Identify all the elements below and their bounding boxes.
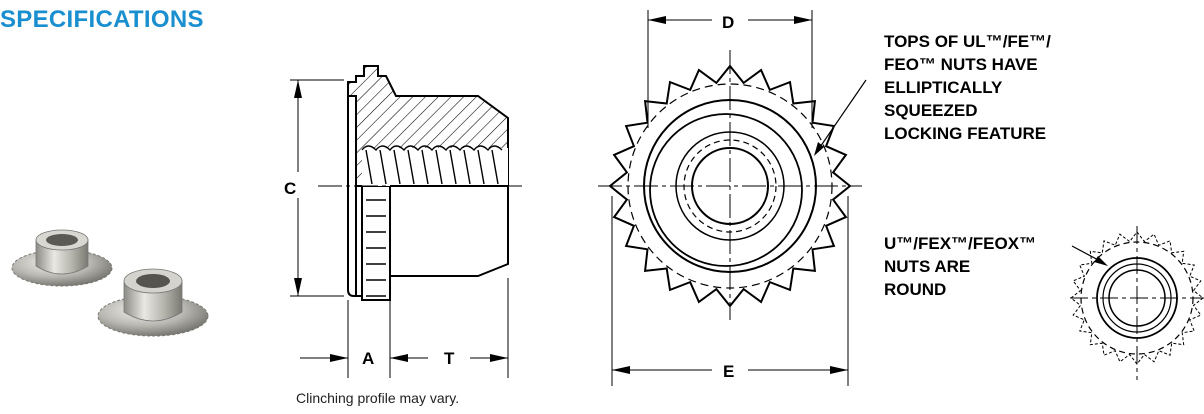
note-round-nuts: U™/FEX™/FEOX™ NUTS ARE ROUND	[884, 232, 1036, 301]
round-nut-drawing	[1070, 226, 1204, 380]
note-line: LOCKING FEATURE	[884, 124, 1047, 143]
note-line: NUTS ARE	[884, 257, 971, 276]
dimension-a-label: A	[362, 349, 374, 368]
note-line: FEO™ NUTS HAVE	[884, 55, 1038, 74]
profile-caption: Clinching profile may vary.	[296, 390, 460, 406]
note-line: SQUEEZED	[884, 101, 978, 120]
page-title: SPECIFICATIONS	[0, 6, 204, 33]
nut-photo-right	[97, 268, 209, 337]
dimension-d-label: D	[722, 13, 734, 32]
product-photo	[11, 229, 209, 337]
note-elliptical-locking: TOPS OF UL™/FE™/ FEO™ NUTS HAVE ELLIPTIC…	[884, 30, 1051, 145]
dimension-c-label: C	[284, 179, 296, 198]
dimension-e-label: E	[723, 362, 734, 381]
top-view-drawing	[598, 10, 867, 386]
dimension-t-label: T	[444, 349, 455, 368]
nut-photo-left	[11, 229, 113, 287]
note-line: ELLIPTICALLY	[884, 78, 1003, 97]
note-line: U™/FEX™/FEOX™	[884, 234, 1037, 253]
side-profile-drawing	[290, 65, 524, 378]
note-line: TOPS OF UL™/FE™/	[884, 32, 1051, 51]
note-line: ROUND	[884, 280, 947, 299]
